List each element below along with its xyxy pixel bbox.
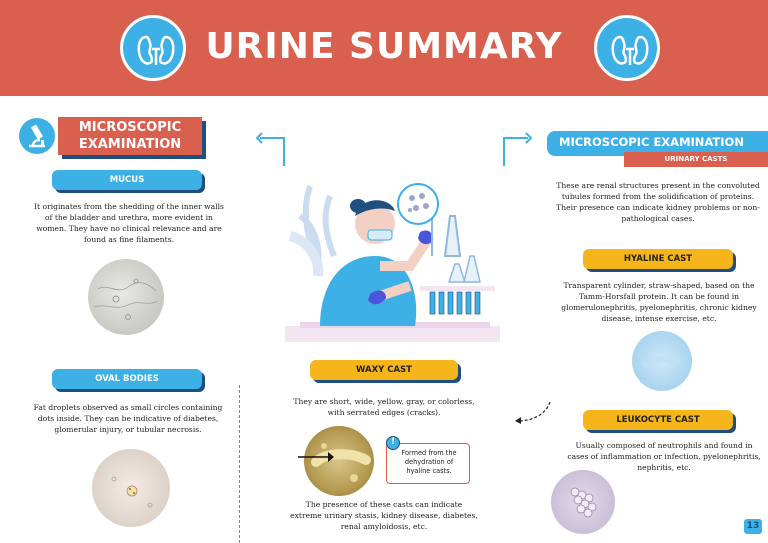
microscope-icon bbox=[19, 118, 55, 154]
page-title: URINE SUMMARY bbox=[205, 26, 563, 67]
oval-bodies-text: Fat droplets observed as small circles c… bbox=[33, 403, 223, 434]
waxy-cast-bottom-text: The presence of these casts can indicate… bbox=[290, 500, 478, 531]
scientist-illustration bbox=[285, 183, 500, 342]
mucus-text: It originates from the shedding of the i… bbox=[34, 202, 224, 244]
hyaline-cast-micrograph bbox=[632, 331, 692, 391]
section-title-line: EXAMINATION bbox=[78, 137, 182, 152]
info-icon: ! bbox=[386, 436, 400, 450]
waxy-cast-micrograph bbox=[304, 426, 374, 496]
kidney-icon bbox=[120, 15, 186, 81]
waxy-cast-label: WAXY CAST bbox=[310, 360, 458, 380]
right-section-title: MICROSCOPIC EXAMINATION bbox=[559, 135, 744, 149]
leukocyte-cast-label: LEUKOCYTE CAST bbox=[583, 410, 733, 430]
section-title-line: MICROSCOPIC bbox=[78, 120, 182, 135]
kidney-icon bbox=[594, 15, 660, 81]
mucus-label: MUCUS bbox=[52, 170, 202, 190]
arrow-icon bbox=[256, 132, 285, 166]
leukocyte-cast-text: Usually composed of neutrophils and foun… bbox=[567, 441, 761, 472]
hyaline-cast-label: HYALINE CAST bbox=[583, 249, 733, 269]
divider bbox=[239, 385, 240, 543]
oval-bodies-label: OVAL BODIES bbox=[52, 369, 202, 389]
page-number: 13 bbox=[744, 519, 762, 534]
waxy-cast-note-text: Formed from the dehydration of hyaline c… bbox=[401, 449, 457, 475]
right-section-title-bar: MICROSCOPIC EXAMINATION bbox=[547, 131, 768, 156]
urinary-casts-intro: These are renal structures present in th… bbox=[556, 181, 760, 223]
urinary-casts-subtitle: URINARY CASTS bbox=[624, 152, 768, 167]
mucus-micrograph bbox=[88, 259, 164, 335]
left-section-title: MICROSCOPIC EXAMINATION bbox=[58, 117, 202, 155]
arrow-icon bbox=[503, 132, 532, 166]
oval-bodies-micrograph bbox=[92, 449, 170, 527]
waxy-cast-text: They are short, wide, yellow, gray, or c… bbox=[293, 397, 475, 417]
waxy-cast-note: Formed from the dehydration of hyaline c… bbox=[386, 443, 470, 484]
arrow-icon bbox=[515, 401, 551, 424]
hyaline-cast-text: Transparent cylinder, straw-shaped, base… bbox=[561, 281, 757, 323]
arrow-icon bbox=[298, 452, 334, 462]
leukocyte-cast-micrograph bbox=[551, 470, 615, 534]
